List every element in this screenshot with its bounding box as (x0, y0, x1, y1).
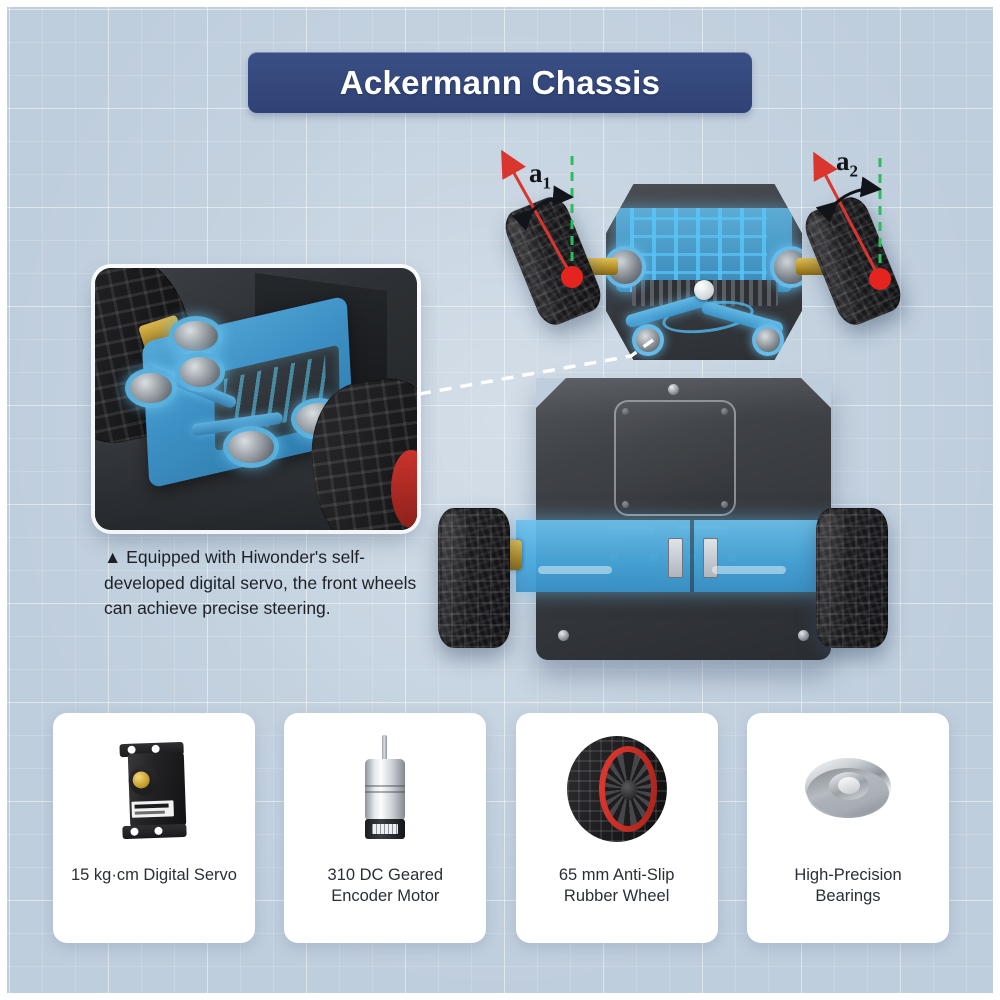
wheel-illustration (566, 736, 667, 842)
component-card-digital-servo[interactable]: 15 kg·cm Digital Servo (53, 713, 255, 943)
steering-top-plate (616, 208, 792, 292)
tyre-sheen (820, 513, 842, 643)
angle-label-a1: a1 (529, 158, 551, 193)
chassis-mount-plate (614, 400, 736, 516)
servo-illustration (113, 740, 194, 840)
motor-can (365, 759, 406, 821)
wheel-image (516, 713, 718, 865)
link-bearing-left (632, 324, 664, 356)
chassis-corner-left (536, 378, 566, 408)
link-bearing-right (752, 324, 784, 356)
motor-highlight (538, 566, 612, 574)
screw-icon (798, 630, 809, 641)
encoder-connector (703, 538, 718, 578)
motor-shaft (382, 735, 388, 761)
motor-highlight (712, 566, 786, 574)
servo-label (131, 800, 174, 818)
component-card-encoder-motor[interactable]: 310 DC Geared Encoder Motor (284, 713, 487, 943)
digital-servo-image (53, 713, 255, 865)
highlight-grid (630, 208, 768, 292)
pivot-point (561, 266, 583, 288)
motor-divider (690, 520, 694, 592)
wheel-hub (620, 780, 637, 800)
motor-illustration (359, 735, 411, 843)
inset-bearing (125, 368, 177, 408)
screw-icon (622, 501, 629, 508)
screw-icon (558, 630, 569, 641)
chassis-hero-image (438, 140, 960, 670)
inset-bearing (169, 316, 223, 356)
component-card-label: High-Precision Bearings (794, 866, 902, 906)
page-title-banner: Ackermann Chassis (248, 52, 752, 113)
bearing-image (747, 713, 949, 865)
screw-icon (622, 408, 629, 415)
component-card-bearings[interactable]: High-Precision Bearings (746, 713, 949, 943)
bearing-bore (837, 777, 860, 794)
angle-arc (815, 176, 882, 223)
screw-icon (668, 384, 679, 395)
motor-seam (365, 785, 406, 787)
chassis-rear-body (535, 377, 832, 660)
front-steering-assembly (606, 184, 802, 360)
dc-motor-image (284, 713, 486, 865)
chassis-corner-right (801, 378, 831, 408)
component-card-label: 310 DC Geared Encoder Motor (327, 866, 444, 906)
bearing-illustration (804, 758, 891, 820)
steering-detail-inset-photo (95, 268, 417, 530)
component-card-label: 65 mm Anti-Slip Rubber Wheel (558, 866, 675, 906)
inset-bearing (223, 426, 279, 468)
motor-seam (365, 791, 406, 793)
servo-horn (694, 280, 714, 300)
steering-angle-annotation-a1 (501, 149, 583, 288)
page-title: Ackermann Chassis (339, 64, 661, 101)
inset-bearing (175, 352, 225, 392)
tyre-tread (438, 508, 510, 648)
inset-caption: ▲ Equipped with Hiwonder's self-develope… (104, 547, 417, 619)
component-card-label: 15 kg·cm Digital Servo (71, 866, 237, 884)
component-card-row: 15 kg·cm Digital Servo 310 DC Geared Enc… (53, 713, 949, 943)
angle-label-a2: a2 (836, 146, 858, 181)
screw-icon (721, 408, 728, 415)
steering-angle-annotation-a2 (813, 151, 891, 290)
encoder-connector (668, 538, 683, 578)
pivot-point (869, 268, 891, 290)
screw-icon (721, 501, 728, 508)
component-card-rubber-wheel[interactable]: 65 mm Anti-Slip Rubber Wheel (515, 713, 718, 943)
motor-connector (372, 824, 399, 834)
inset-wheel-rim (391, 450, 417, 528)
rear-drive-motors (516, 520, 868, 592)
rear-right-wheel (816, 508, 888, 648)
tyre-sheen (442, 513, 464, 643)
angle-arc (511, 185, 574, 231)
rear-left-wheel (438, 508, 510, 648)
tyre-tread (816, 508, 888, 648)
